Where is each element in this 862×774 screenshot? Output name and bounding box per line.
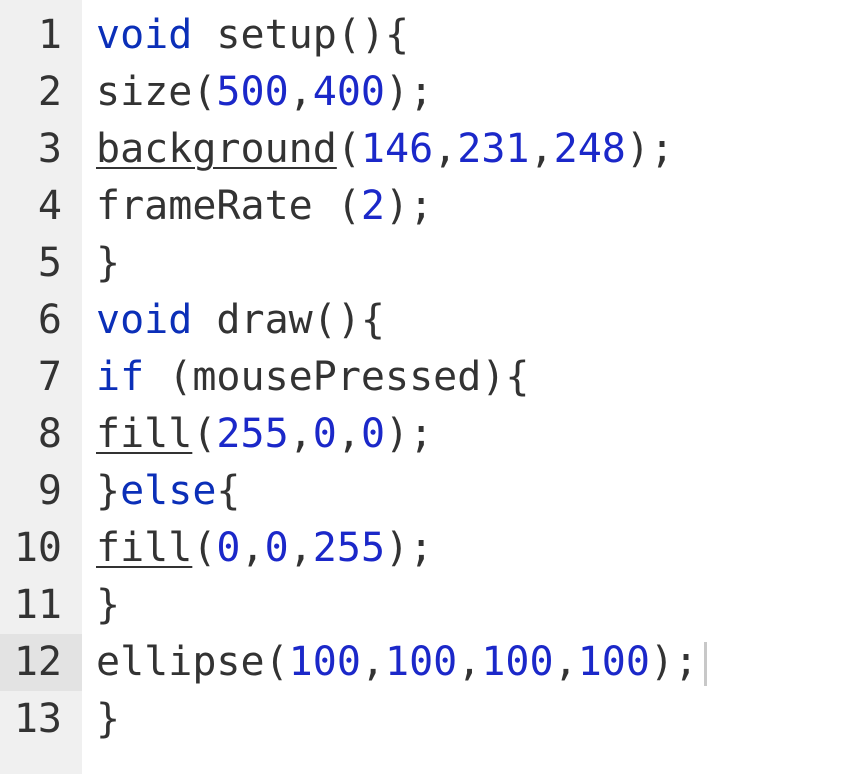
code-token: frameRate ( (96, 183, 361, 229)
code-token: ); (385, 183, 434, 229)
keyword-token: else (120, 468, 217, 514)
number-token: 100 (385, 639, 458, 685)
number-token: 146 (360, 126, 434, 172)
code-line[interactable]: 11} (0, 577, 862, 634)
number-token: 248 (553, 126, 626, 172)
code-token: ); (385, 69, 434, 115)
code-token: , (553, 639, 578, 685)
number-token: 100 (288, 639, 361, 685)
code-text[interactable]: fill(255,0,0); (96, 406, 433, 463)
code-text[interactable]: size(500,400); (96, 64, 433, 121)
code-token: } (96, 468, 121, 514)
code-text[interactable]: background(146,231,248); (96, 121, 674, 178)
number-token: 400 (312, 69, 386, 115)
code-token: (mousePressed){ (144, 354, 530, 400)
code-text[interactable]: }else{ (96, 463, 241, 520)
text-cursor (704, 642, 708, 686)
number-token: 255 (216, 411, 289, 457)
line-number: 5 (37, 240, 62, 286)
code-token: setup(){ (192, 12, 410, 58)
code-token: , (360, 639, 385, 685)
number-token: 231 (457, 126, 530, 172)
code-token: , (240, 525, 265, 571)
code-line[interactable]: 9}else{ (0, 463, 862, 520)
code-line[interactable]: 4 frameRate (2); (0, 178, 862, 235)
line-number: 1 (37, 12, 62, 58)
function-reference-link[interactable]: fill (96, 525, 193, 571)
code-token: , (529, 126, 554, 172)
number-token: 500 (216, 69, 289, 115)
code-token: ( (192, 411, 217, 457)
number-token: 0 (360, 411, 386, 457)
code-line[interactable]: 5} (0, 235, 862, 292)
code-token: } (96, 240, 121, 286)
code-token: , (288, 69, 313, 115)
keyword-token: if (96, 354, 145, 400)
code-token: { (216, 468, 241, 514)
keyword-token: void (96, 12, 193, 58)
code-token: ( (192, 525, 217, 571)
code-text[interactable]: } (96, 235, 120, 292)
code-token: ellipse( (96, 639, 289, 685)
code-line[interactable]: 1 void setup(){ (0, 7, 862, 64)
function-reference-link[interactable]: background (96, 126, 337, 172)
function-reference-link[interactable]: fill (96, 411, 193, 457)
line-number: 12 (0, 634, 82, 691)
code-token: ); (625, 126, 675, 172)
line-number: 4 (37, 183, 62, 229)
line-number: 2 (37, 69, 62, 115)
code-line[interactable]: 7 if (mousePressed){ (0, 349, 862, 406)
number-token: 100 (577, 639, 650, 685)
code-token: } (96, 696, 121, 742)
code-text[interactable]: } (96, 577, 120, 634)
code-token: ); (385, 411, 434, 457)
code-line[interactable]: 2 size(500,400); (0, 64, 862, 121)
code-line[interactable]: 6 void draw(){ (0, 292, 862, 349)
code-text[interactable]: } (96, 691, 120, 748)
code-token: , (288, 525, 313, 571)
code-token: , (288, 411, 313, 457)
number-token: 100 (481, 639, 554, 685)
code-token: , (336, 411, 361, 457)
line-number: 10 (13, 525, 62, 571)
code-token: draw(){ (192, 297, 385, 343)
code-token: ); (649, 639, 699, 685)
number-token: 2 (360, 183, 385, 229)
line-number: 13 (13, 696, 62, 742)
number-token: 0 (264, 525, 289, 571)
line-number: 11 (13, 582, 62, 628)
line-number: 9 (37, 468, 62, 514)
code-text[interactable]: frameRate (2); (96, 178, 433, 235)
code-text[interactable]: fill(0,0,255); (96, 520, 433, 577)
code-token: , (433, 126, 458, 172)
number-token: 0 (312, 411, 337, 457)
line-number: 7 (37, 354, 62, 400)
code-text[interactable]: void setup(){ (96, 7, 409, 64)
number-token: 0 (216, 525, 241, 571)
code-token: , (457, 639, 482, 685)
line-number: 3 (37, 126, 62, 172)
code-token: size( (96, 69, 217, 115)
code-token: } (96, 582, 121, 628)
line-number: 6 (37, 297, 62, 343)
code-text[interactable]: void draw(){ (96, 292, 385, 349)
keyword-token: void (96, 297, 193, 343)
line-number: 8 (37, 411, 62, 457)
code-token: ( (336, 126, 361, 172)
code-text[interactable]: if (mousePressed){ (96, 349, 529, 406)
code-line[interactable]: 13} (0, 691, 862, 748)
code-text[interactable]: ellipse(100,100,100,100); (96, 634, 708, 691)
code-token: ); (385, 525, 434, 571)
number-token: 255 (312, 525, 386, 571)
